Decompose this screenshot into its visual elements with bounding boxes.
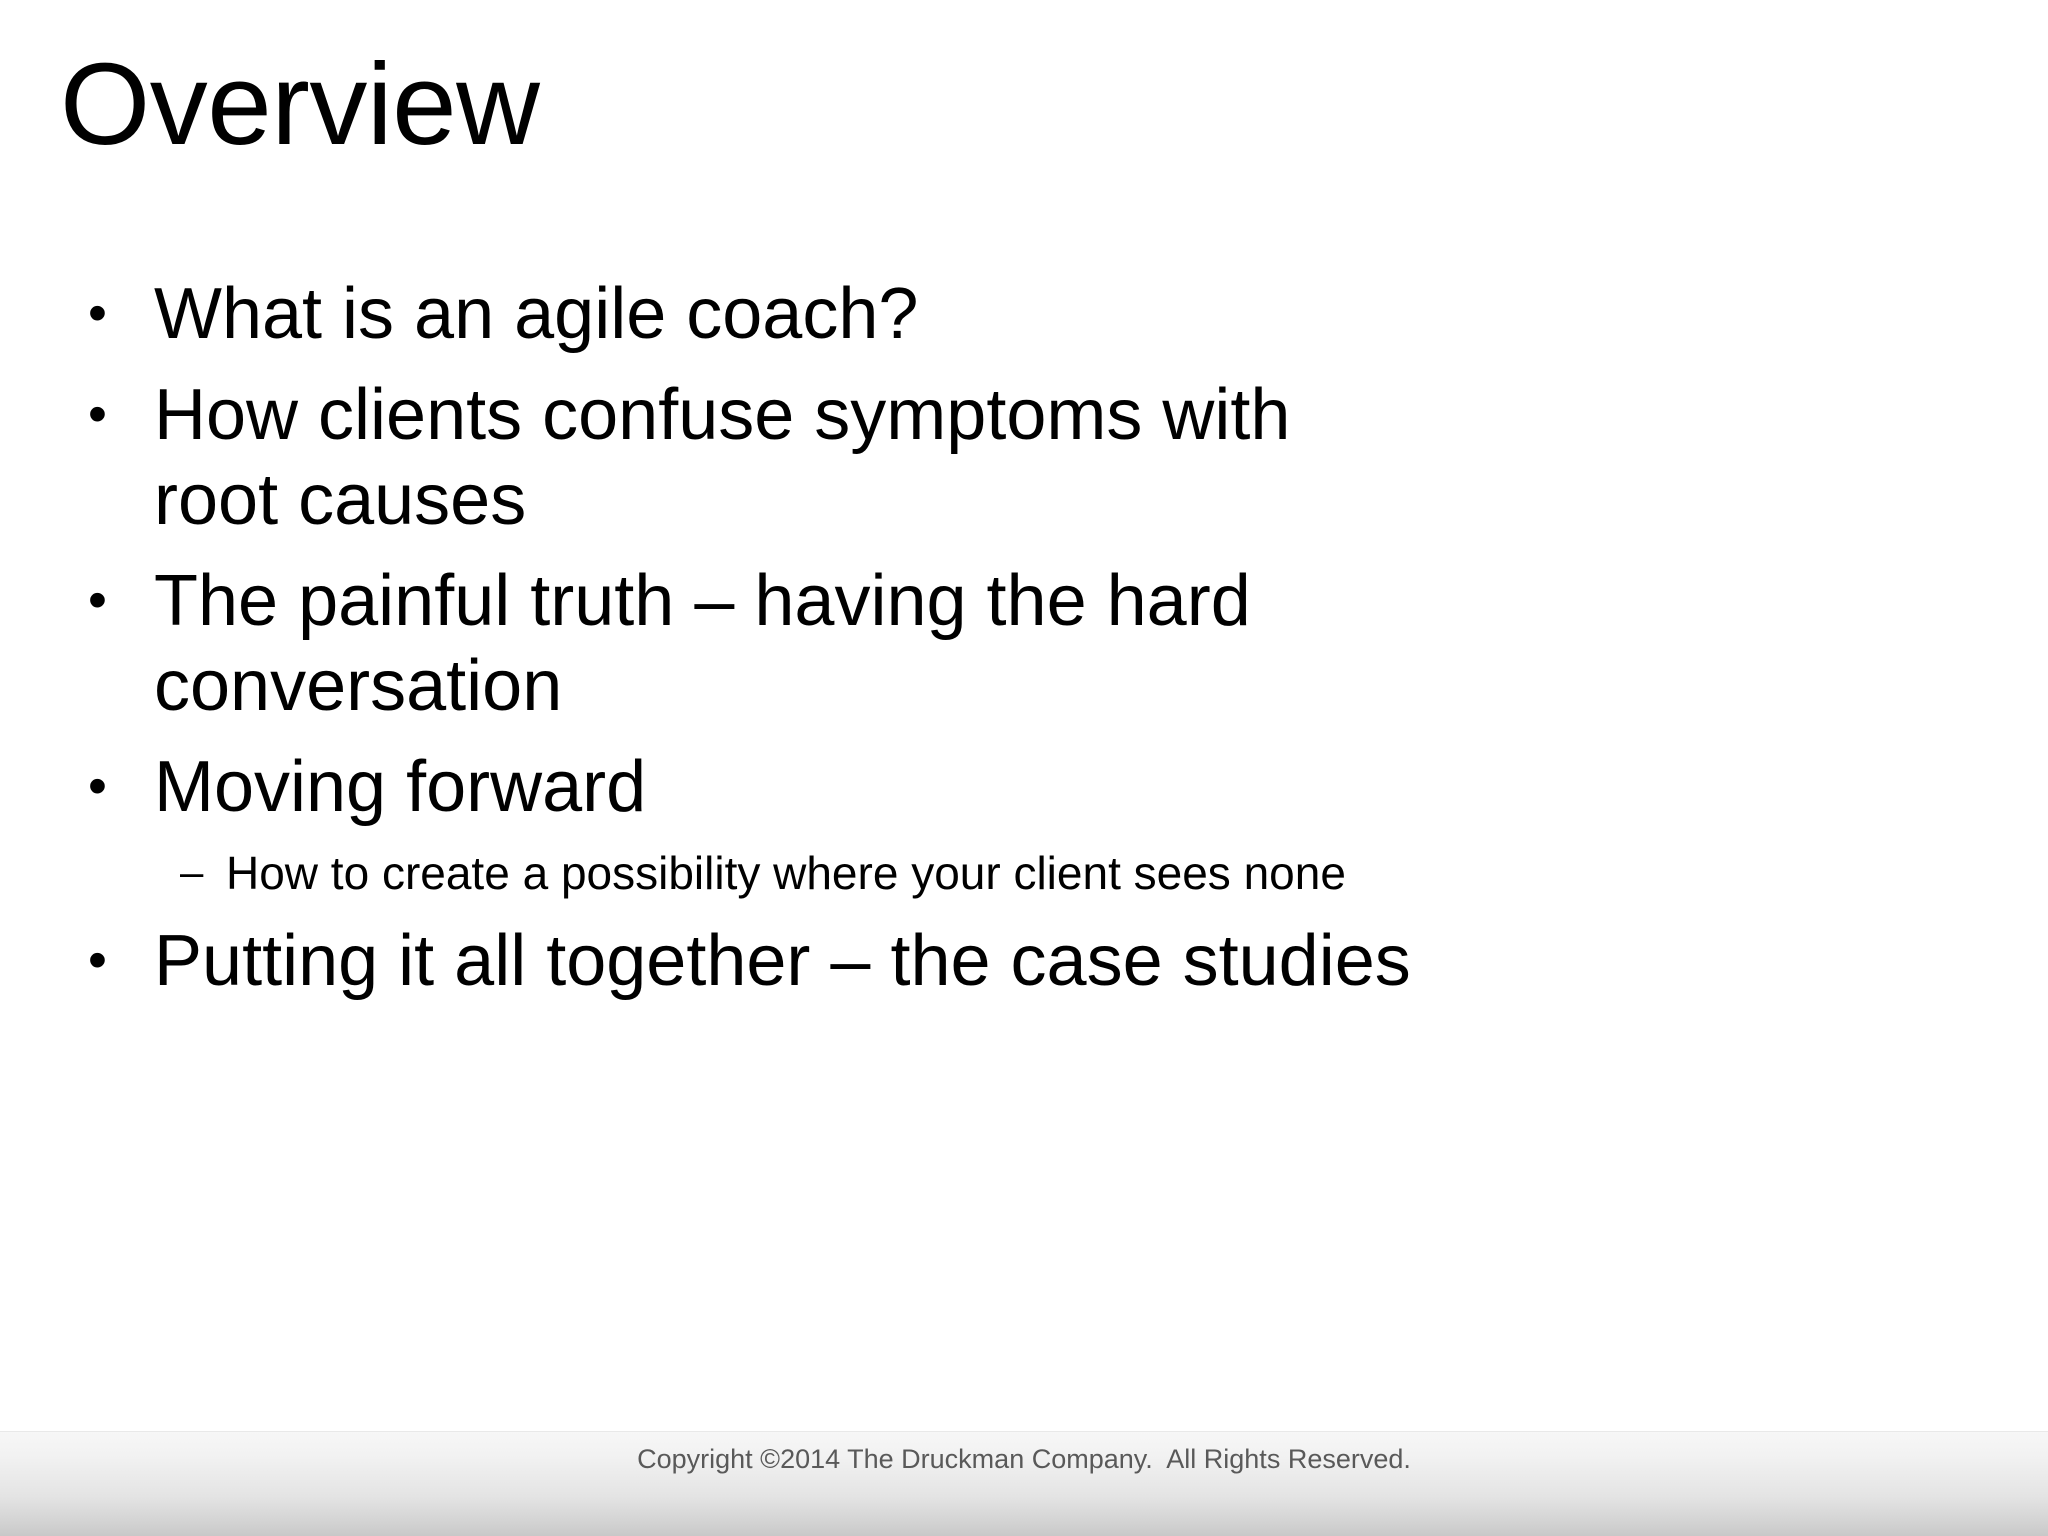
dash-icon: – — [180, 847, 204, 895]
list-item-label: Moving forward — [154, 746, 647, 827]
list-item[interactable]: • The painful truth – having the hard co… — [88, 559, 1968, 729]
list-item-label: What is an agile coach? — [154, 274, 919, 354]
page-title: Overview — [60, 39, 540, 169]
list-item[interactable]: • Moving forward — [88, 745, 1968, 830]
list-item-label: The painful truth – having the hard conv… — [154, 560, 1251, 726]
copyright-text: Copyright ©2014 The Druckman Company. Al… — [637, 1444, 1411, 1474]
bullet-icon: • — [88, 755, 107, 816]
bullet-icon: • — [88, 283, 107, 343]
footer-band: Copyright ©2014 The Druckman Company. Al… — [0, 1431, 2048, 1536]
sub-list-item[interactable]: – How to create a possibility where your… — [180, 846, 1968, 901]
bullet-icon: • — [88, 383, 107, 444]
list-item[interactable]: • Putting it all together – the case stu… — [88, 919, 1968, 1004]
bullet-icon: • — [88, 929, 107, 990]
list-item-label: How clients confuse symptoms with root c… — [154, 374, 1291, 540]
bullet-icon: • — [88, 569, 107, 630]
list-item[interactable]: • How clients confuse symptoms with root… — [88, 373, 1968, 543]
sub-list-item-label: How to create a possibility where your c… — [226, 846, 1346, 899]
list-item[interactable]: • What is an agile coach? — [88, 272, 1968, 357]
bullet-list: • What is an agile coach? • How clients … — [88, 272, 1968, 1020]
list-item-label: Putting it all together – the case studi… — [154, 920, 1411, 1001]
